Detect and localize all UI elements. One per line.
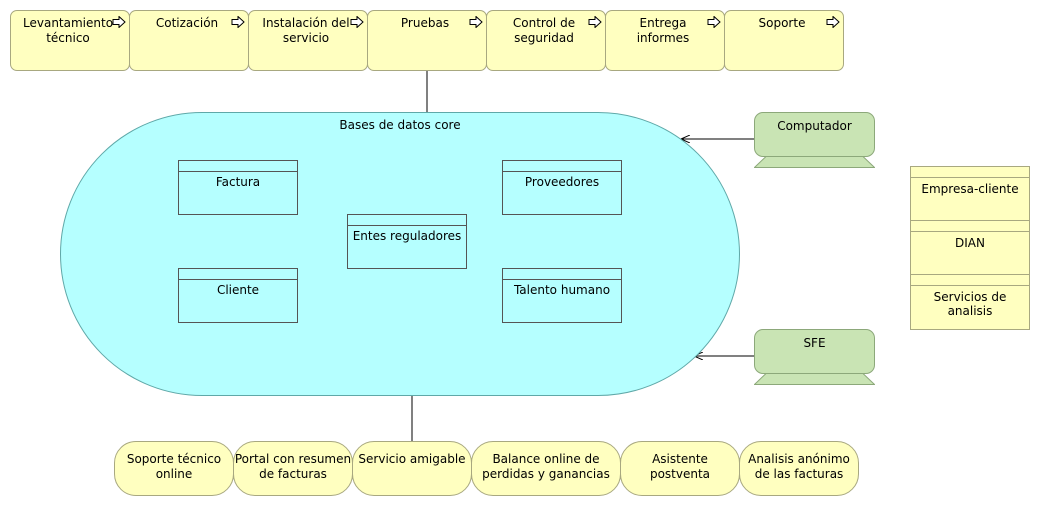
- service-soporte-tecnico[interactable]: Soporte técnico online: [114, 441, 234, 496]
- process-label: Pruebas: [400, 16, 450, 30]
- cell-header: [911, 220, 1029, 232]
- stakeholder-empresa-cliente[interactable]: Empresa-cliente: [910, 166, 1030, 221]
- service-label: Asistente postventa: [649, 452, 711, 481]
- process-label: Cotización: [155, 16, 219, 30]
- table-label: Cliente: [216, 283, 260, 297]
- cell-label: Empresa-cliente: [921, 182, 1019, 196]
- service-analisis-anonimo[interactable]: Analisis anónimo de las facturas: [739, 441, 859, 496]
- service-label: Soporte técnico online: [126, 452, 222, 481]
- process-arrow-icon: [350, 16, 364, 28]
- process-label: Control de seguridad: [512, 16, 576, 45]
- service-balance-online[interactable]: Balance online de perdidas y ganancias: [471, 441, 621, 496]
- process-levantamiento[interactable]: Levantamiento técnico: [10, 10, 130, 71]
- process-arrow-icon: [112, 16, 126, 28]
- process-label: Instalación del servicio: [262, 16, 350, 45]
- service-portal-resumen[interactable]: Portal con resumen de facturas: [233, 441, 353, 496]
- node-label: Computador: [777, 119, 852, 133]
- process-arrow-icon: [588, 16, 602, 28]
- node-sfe[interactable]: SFE: [754, 329, 875, 385]
- process-arrow-icon: [707, 16, 721, 28]
- cell-label: Servicios de analisis: [933, 290, 1007, 318]
- table-header: [348, 215, 466, 226]
- process-label: Soporte: [758, 16, 806, 30]
- service-asistente-postventa[interactable]: Asistente postventa: [620, 441, 740, 496]
- cell-label: DIAN: [955, 236, 985, 250]
- table-header: [503, 161, 621, 172]
- process-instalacion[interactable]: Instalación del servicio: [248, 10, 368, 71]
- stakeholder-dian[interactable]: DIAN: [910, 220, 1030, 275]
- process-arrow-icon: [826, 16, 840, 28]
- core-databases-title: Bases de datos core: [339, 118, 461, 132]
- device-base-icon: [754, 373, 875, 385]
- table-label: Proveedores: [524, 175, 600, 189]
- service-label: Servicio amigable: [358, 452, 466, 466]
- process-entrega-informes[interactable]: Entrega informes: [605, 10, 725, 71]
- cell-header: [911, 274, 1029, 286]
- process-cotizacion[interactable]: Cotización: [129, 10, 249, 71]
- table-header: [179, 161, 297, 172]
- stakeholder-servicios-analisis[interactable]: Servicios de analisis: [910, 274, 1030, 330]
- table-header: [503, 269, 621, 280]
- service-label: Analisis anónimo de las facturas: [748, 452, 850, 481]
- process-arrow-icon: [469, 16, 483, 28]
- device-base-icon: [754, 156, 875, 168]
- table-talento-humano[interactable]: Talento humano: [502, 268, 622, 323]
- table-header: [179, 269, 297, 280]
- process-label: Entrega informes: [636, 16, 690, 45]
- table-cliente[interactable]: Cliente: [178, 268, 298, 323]
- node-box: Computador: [754, 112, 875, 157]
- table-label: Entes reguladores: [352, 229, 462, 243]
- process-label: Levantamiento técnico: [23, 16, 114, 45]
- process-control-seguridad[interactable]: Control de seguridad: [486, 10, 606, 71]
- process-soporte[interactable]: Soporte: [724, 10, 844, 71]
- service-servicio-amigable[interactable]: Servicio amigable: [352, 441, 472, 496]
- table-factura[interactable]: Factura: [178, 160, 298, 215]
- service-label: Portal con resumen de facturas: [234, 452, 352, 481]
- table-entes-reguladores[interactable]: Entes reguladores: [347, 214, 467, 269]
- service-label: Balance online de perdidas y ganancias: [482, 452, 610, 481]
- table-label: Factura: [215, 175, 261, 189]
- node-label: SFE: [803, 336, 826, 350]
- process-arrow-icon: [231, 16, 245, 28]
- process-pruebas[interactable]: Pruebas: [367, 10, 487, 71]
- table-label: Talento humano: [513, 283, 611, 297]
- node-box: SFE: [754, 329, 875, 374]
- cell-header: [911, 166, 1029, 178]
- table-proveedores[interactable]: Proveedores: [502, 160, 622, 215]
- node-computador[interactable]: Computador: [754, 112, 875, 168]
